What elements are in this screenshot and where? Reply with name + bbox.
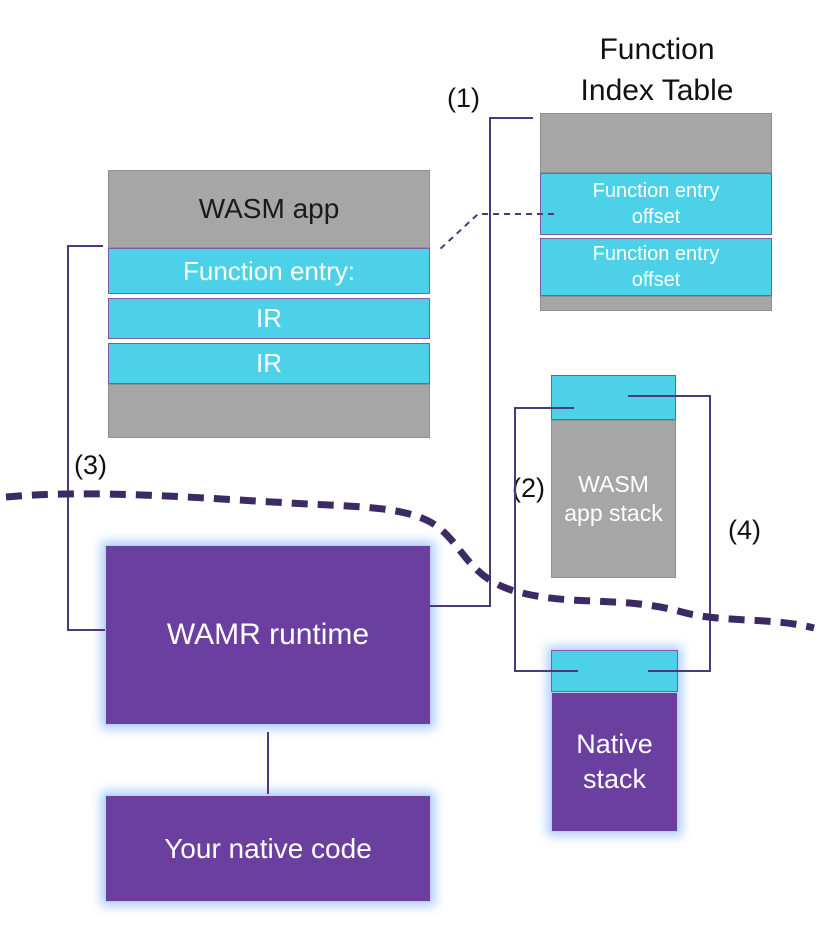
title-line-2: Index Table [580, 73, 734, 107]
native-stack-box: Native stack [551, 650, 678, 832]
wasm-app-header: WASM app [108, 170, 430, 248]
step-label-4: (4) [728, 515, 761, 545]
function-entry-offset-row-2: Function entry offset [540, 238, 772, 296]
ir-row-2: IR [108, 343, 430, 384]
function-index-table-title: Function Index Table [538, 30, 776, 111]
arrow-wamr-to-wasm-app [67, 245, 105, 631]
native-stack-label: Native stack [576, 728, 653, 794]
wasm-app-gray-footer [108, 384, 430, 438]
wasm-app-stack-cyan-strip [551, 375, 676, 420]
ir-row-1: IR [108, 298, 430, 339]
wasm-app-stack-body: WASM app stack [551, 420, 676, 578]
function-entry-offset-label-2: Function entry offset [592, 243, 720, 291]
function-index-table-gray-segment-top [540, 113, 772, 173]
step-label-2: (2) [512, 473, 545, 503]
function-index-table: Function entry offset Function entry off… [540, 113, 772, 311]
function-entry-offset-label-1: Function entry offset [592, 180, 720, 228]
your-native-code-box: Your native code [105, 795, 431, 902]
title-line-1: Function [599, 33, 715, 66]
dashed-arrow-offset-to-function-entry [437, 213, 554, 252]
step-label-3: (3) [74, 450, 107, 480]
arrow-wamr-to-index-table [430, 117, 533, 607]
wasm-app-stack-box: WASM app stack [551, 375, 676, 578]
native-stack-body: Native stack [551, 692, 678, 832]
function-entry-row: Function entry: [108, 248, 430, 294]
step-label-1: (1) [447, 83, 480, 113]
function-entry-offset-row-1: Function entry offset [540, 173, 772, 235]
wasm-app-stack-label: WASM app stack [564, 471, 663, 526]
function-index-table-gray-segment-bottom [540, 296, 772, 311]
native-stack-cyan-strip [551, 650, 678, 692]
wamr-runtime-box: WAMR runtime [105, 545, 431, 725]
wasm-app-box: WASM app Function entry: IR IR [108, 170, 430, 438]
